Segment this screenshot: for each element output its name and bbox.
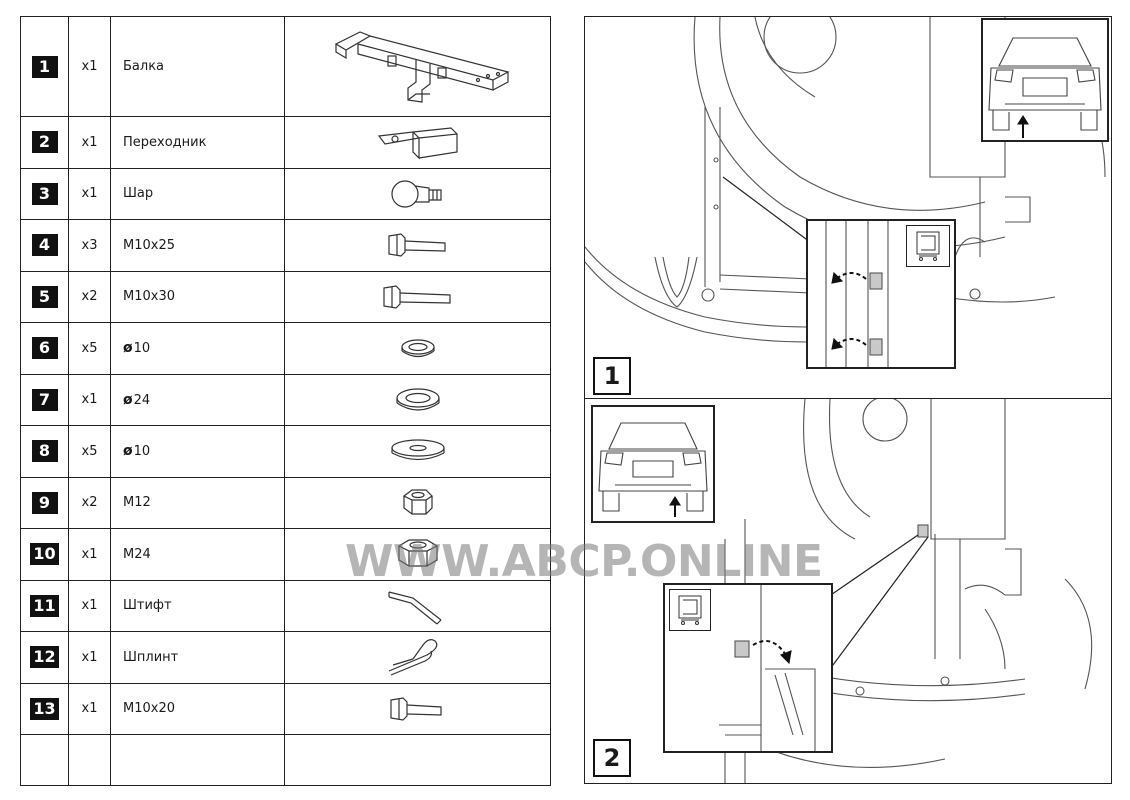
part-number: 6: [31, 337, 58, 360]
part-qty: x1: [68, 682, 111, 735]
part-number: 4: [31, 234, 58, 257]
part-number: 1: [31, 55, 58, 78]
bolt-icon: [387, 233, 446, 257]
part-name: M10x30: [110, 270, 285, 323]
part-qty: x1: [68, 579, 111, 632]
part-name: Штифт: [110, 579, 285, 632]
part-number: 9: [31, 491, 58, 514]
detail-inset: [806, 219, 956, 369]
step-number: 1: [593, 357, 631, 395]
part-number: 12: [30, 646, 59, 669]
part-qty: x1: [68, 528, 111, 581]
curved-arrow-icon: [835, 272, 867, 280]
part-qty: x1: [68, 116, 111, 169]
part-name: M10x20: [110, 682, 285, 735]
part-number: 7: [31, 388, 58, 411]
spring-washer-icon: [400, 339, 435, 358]
table-row: 10 x1 M24: [20, 528, 551, 581]
part-name: Шплинт: [110, 631, 285, 684]
diameter-icon: ø: [123, 340, 133, 357]
pin-icon: [387, 591, 441, 625]
part-number: 5: [31, 285, 58, 308]
part-number: 11: [30, 594, 59, 617]
part-qty: x2: [68, 476, 111, 529]
part-name: M12: [110, 476, 285, 529]
nut-icon: [402, 489, 433, 515]
table-row: 2 x1 Переходник: [20, 116, 551, 169]
table-row: 13 x1 M10x20: [20, 682, 551, 735]
tow-beam-drawing: [334, 30, 510, 103]
part-name: Шар: [110, 167, 285, 220]
table-row: 4 x3 M10x25: [20, 219, 551, 272]
part-name: Балка: [110, 16, 285, 117]
bolt-icon: [389, 697, 442, 721]
part-name: 24: [133, 392, 151, 408]
table-row: 3 x1 Шар: [20, 167, 551, 220]
adapter-drawing: [377, 127, 458, 160]
table-row: 5 x2 M10x30: [20, 270, 551, 323]
part-name: Переходник: [110, 116, 285, 169]
table-row: 6 x5 ø10: [20, 322, 551, 375]
flat-washer-icon: [390, 439, 445, 461]
diameter-icon: ø: [123, 391, 133, 408]
tow-ball-drawing: [390, 180, 442, 208]
diameter-icon: ø: [123, 443, 133, 460]
curved-arrow-icon: [835, 338, 867, 346]
part-qty: x3: [68, 219, 111, 272]
spring-washer-icon: [395, 388, 440, 411]
part-number: 2: [31, 131, 58, 154]
part-name: 10: [133, 341, 151, 357]
parts-table: 1 x1 Балка 2 x1 Переходник: [20, 16, 551, 786]
part-qty: x5: [68, 322, 111, 375]
part-qty: x1: [68, 373, 111, 426]
part-number: 13: [30, 697, 59, 720]
table-row: 9 x2 M12: [20, 476, 551, 529]
part-name: 10: [133, 444, 151, 460]
table-row: 7 x1 ø24: [20, 373, 551, 426]
rubber-plug-icon: [916, 231, 940, 261]
detail-inset: [663, 583, 833, 753]
step-2-panel: 2: [584, 398, 1112, 784]
part-name: M24: [110, 528, 285, 581]
table-row: 11 x1 Штифт: [20, 579, 551, 632]
car-thumbnail: [591, 405, 715, 523]
table-row: 12 x1 Шплинт: [20, 631, 551, 684]
nut-icon: [397, 539, 438, 567]
step-1-panel: 1: [584, 16, 1112, 402]
part-qty: x2: [68, 270, 111, 323]
step-number: 2: [593, 739, 631, 777]
car-rear-icon: [988, 37, 1102, 138]
car-rear-icon: [598, 422, 708, 517]
part-qty: x1: [68, 167, 111, 220]
table-row: 1 x1 Балка: [20, 16, 551, 117]
part-qty: x1: [68, 16, 111, 117]
bolt-icon: [382, 285, 451, 309]
part-qty: x1: [68, 631, 111, 684]
part-number: 10: [30, 543, 59, 566]
cotter-pin-icon: [388, 639, 437, 676]
table-row: [20, 734, 551, 786]
part-number: 3: [31, 182, 58, 205]
table-row: 8 x5 ø10: [20, 425, 551, 478]
part-number: 8: [31, 440, 58, 463]
part-name: M10x25: [110, 219, 285, 272]
car-thumbnail: [981, 18, 1109, 142]
part-qty: x5: [68, 425, 111, 478]
rubber-plug-icon: [678, 595, 702, 625]
